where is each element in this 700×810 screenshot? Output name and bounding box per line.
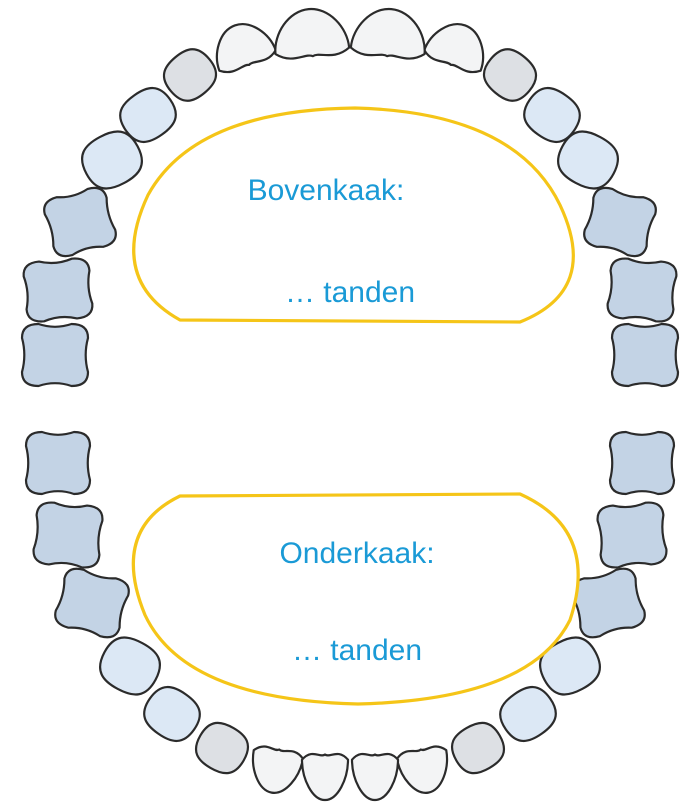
lower-tooth <box>350 752 400 802</box>
upper-tooth <box>22 257 94 323</box>
upper-tooth <box>423 23 485 74</box>
upper-tooth <box>610 322 680 388</box>
upper-tooth <box>162 48 218 102</box>
upper-tooth <box>583 186 657 258</box>
upper-tooth <box>557 130 619 190</box>
lower-jaw-label: Onderkaak: … tanden <box>131 492 580 706</box>
lower-tooth <box>395 745 449 794</box>
lower-tooth <box>570 567 646 639</box>
lower-jaw-title: Onderkaak: <box>279 537 434 570</box>
lower-tooth <box>251 745 305 794</box>
upper-jaw-label-box <box>132 106 575 324</box>
lower-tooth <box>499 685 557 743</box>
upper-tooth <box>81 130 143 190</box>
lower-jaw-count-text: … tanden <box>292 634 422 667</box>
upper-tooth <box>119 86 177 144</box>
lower-tooth <box>450 721 506 775</box>
upper-tooth <box>274 7 351 60</box>
upper-jaw-teeth <box>20 7 680 388</box>
lower-jaw-label-box <box>131 492 580 706</box>
upper-jaw-label: Bovenkaak: … tanden <box>132 106 575 324</box>
upper-jaw-count-text: … tanden <box>285 276 415 309</box>
upper-tooth <box>20 322 90 388</box>
upper-tooth <box>523 86 581 144</box>
lower-tooth <box>24 430 92 496</box>
lower-tooth <box>54 567 130 639</box>
upper-tooth <box>215 23 277 74</box>
lower-tooth <box>99 636 161 696</box>
upper-tooth <box>606 257 678 323</box>
lower-jaw-teeth <box>24 430 676 802</box>
lower-tooth <box>608 430 676 496</box>
upper-tooth <box>349 7 426 60</box>
lower-tooth <box>300 752 350 802</box>
lower-tooth <box>596 501 668 569</box>
upper-tooth <box>482 48 538 102</box>
upper-jaw-title: Bovenkaak: <box>248 174 405 207</box>
lower-tooth <box>194 721 250 775</box>
lower-tooth <box>143 685 201 743</box>
lower-tooth <box>32 501 104 569</box>
upper-tooth <box>43 186 117 258</box>
